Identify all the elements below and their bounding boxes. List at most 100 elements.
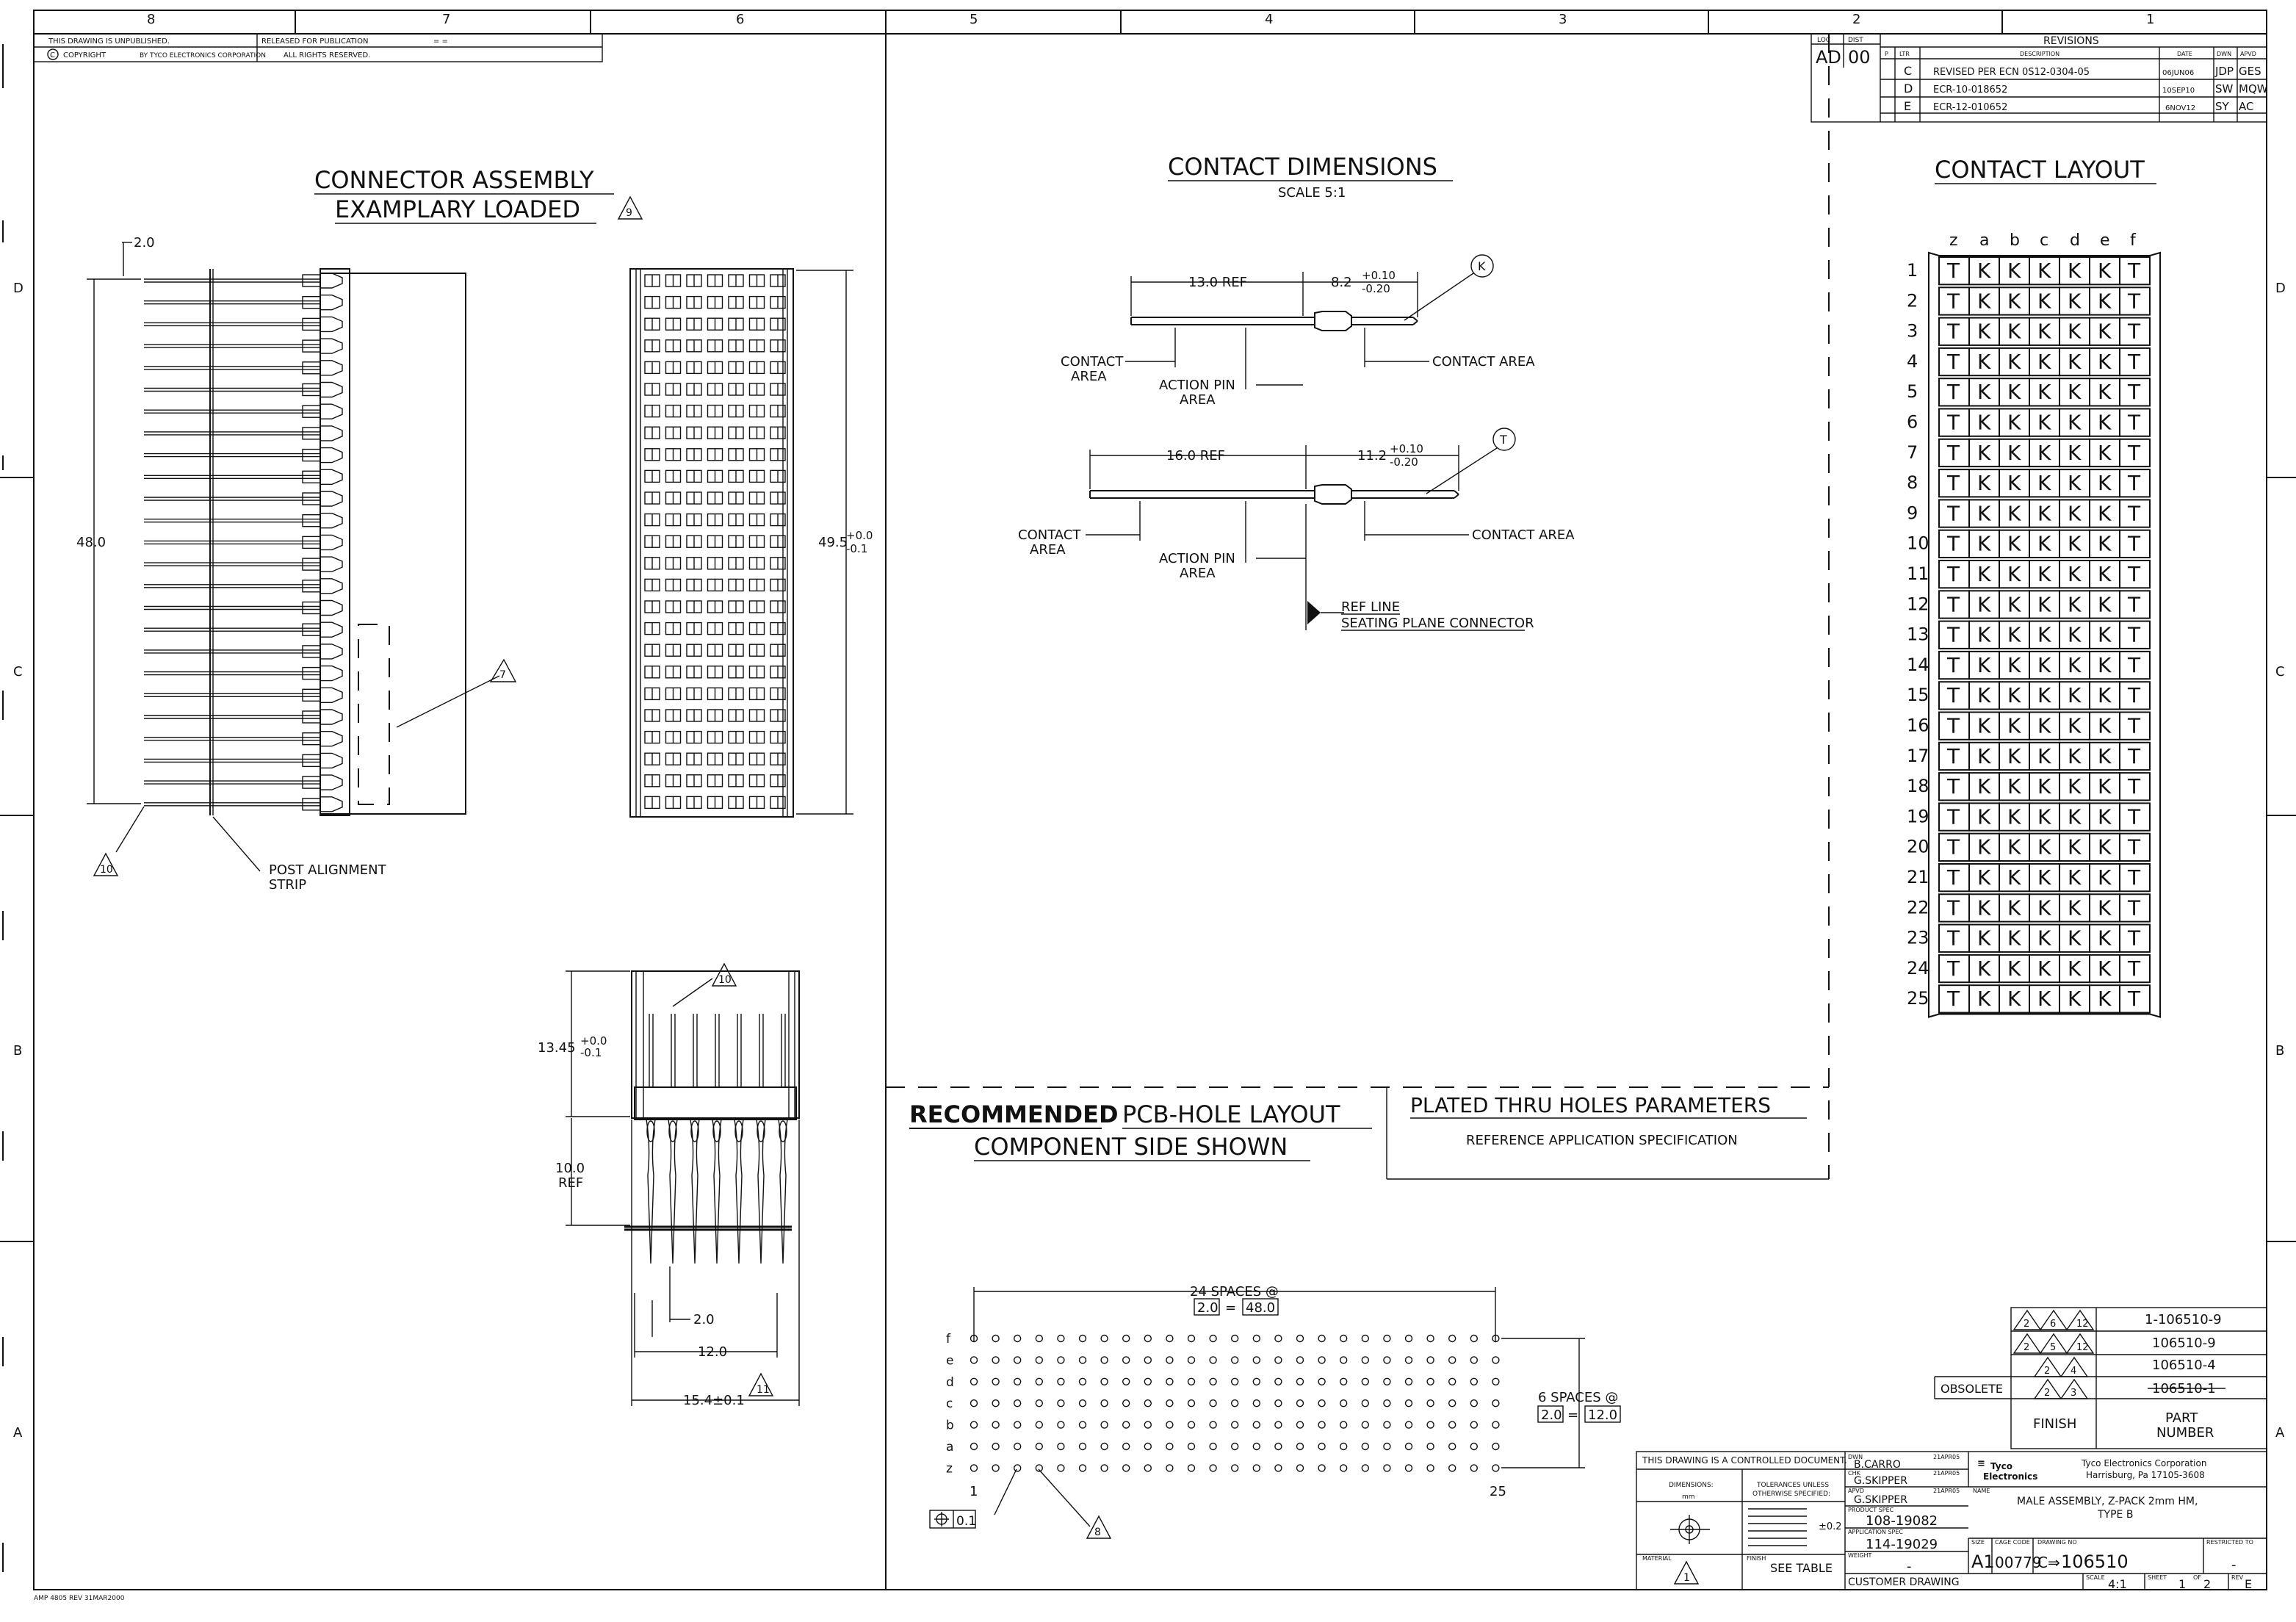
contact-type: T [2127,592,2141,616]
pcb-hole [1296,1442,1304,1451]
pcb-hole [1230,1334,1239,1343]
contact-type: K [2098,592,2112,616]
pcb-hole [1078,1377,1087,1386]
column-header: e [2100,231,2110,250]
pcb-hole [1057,1356,1065,1364]
pcb-hole [1035,1356,1044,1364]
contact-type: K [2007,380,2021,404]
contact-type: K [1977,865,1991,890]
svg-text:6NOV12: 6NOV12 [2165,104,2195,112]
svg-text:8.2: 8.2 [1331,275,1352,290]
pcb-hole [1144,1334,1152,1343]
svg-text:C: C [2275,664,2285,680]
contact-cell [1938,256,1970,286]
pcb-hole [1361,1421,1370,1429]
svg-text:48.0: 48.0 [76,535,106,550]
contact-type: K [2098,380,2112,404]
pcb-hole [1361,1442,1370,1451]
svg-text:12.0: 12.0 [698,1344,727,1360]
row-label: z [946,1461,953,1476]
contact-type: K [2037,683,2051,707]
contact-type: T [1946,683,1960,707]
contact-cell [2089,438,2120,468]
row-number: 1 [1907,260,1918,281]
svg-text:CONTACT AREA: CONTACT AREA [1432,354,1535,370]
contact-type: K [2068,623,2082,647]
svg-text:JDP: JDP [2214,65,2234,78]
contact-type: T [2127,411,2141,435]
svg-text:CONNECTOR ASSEMBLY: CONNECTOR ASSEMBLY [314,166,594,194]
contact-cell [2119,408,2151,437]
pcb-hole [1013,1464,1022,1472]
row-number: 15 [1907,685,1929,705]
finish-flag-number: 12 [2076,1319,2089,1330]
pcb-hole [992,1442,1000,1451]
contact-type: K [1977,835,1991,859]
contact-cell [1938,650,1970,680]
contact-type: K [2098,259,2112,283]
contact-type: K [2037,835,2051,859]
svg-text:P: P [1885,51,1888,57]
pcb-hole [1296,1377,1304,1386]
pcb-hole [1078,1421,1087,1429]
contact-type: T [1946,289,1960,313]
unpublished-notice-block: THIS DRAWING IS UNPUBLISHED. RELEASED FO… [33,33,603,62]
contact-type: K [2068,471,2082,495]
pcb-hole [1209,1464,1217,1472]
contact-type: T [1946,926,1960,951]
pcb-hole [1100,1421,1108,1429]
svg-text:B: B [2275,1043,2284,1059]
pcb-hole [1361,1334,1370,1343]
pcb-hole [1122,1442,1130,1451]
contact-cell [1999,378,2030,407]
pcb-hole [1318,1399,1326,1407]
pcb-hole [1361,1356,1370,1364]
svg-text:WEIGHT: WEIGHT [1848,1552,1872,1559]
column-header: f [2130,231,2137,250]
contact-type: K [2098,471,2112,495]
svg-text:COMPONENT SIDE SHOWN: COMPONENT SIDE SHOWN [974,1133,1288,1161]
contact-type: K [2007,714,2021,738]
svg-text:2.0: 2.0 [693,1312,715,1327]
contact-cell [2089,256,2120,286]
pcb-hole [1361,1377,1370,1386]
row-number: 19 [1907,806,1929,826]
contact-cell [1938,984,1970,1014]
finish-flag [2065,1333,2095,1354]
pcb-hole [1339,1377,1348,1386]
svg-text:= =: = = [433,37,448,46]
pcb-hole [1230,1377,1239,1386]
svg-text:12.0: 12.0 [1588,1407,1617,1423]
contact-type: K [1977,683,1991,707]
contact-type: K [2098,683,2112,707]
contact-cell [2029,802,2060,832]
contact-type: K [2068,320,2082,344]
pcb-hole [1492,1356,1500,1364]
contact-cell [2089,832,2120,862]
pcb-hole [1100,1334,1108,1343]
pcb-hole [1144,1377,1152,1386]
contact-cell [1999,802,2030,832]
svg-text:D: D [13,281,24,296]
pcb-hole [1209,1421,1217,1429]
svg-text:21APR05: 21APR05 [1933,1470,1960,1477]
pcb-hole [1252,1442,1261,1451]
contact-cell [1938,286,1970,316]
contact-cell [2059,863,2090,893]
contact-type: K [2037,289,2051,313]
finish-flag [2012,1333,2042,1354]
contact-cell [2119,256,2151,286]
pcb-hole [1404,1442,1413,1451]
finish-flag-number: 3 [2071,1388,2076,1399]
svg-text:3: 3 [1559,12,1567,27]
contact-type: K [2037,350,2051,374]
contact-cell [1938,499,1970,528]
svg-text:B.CARRO: B.CARRO [1854,1459,1901,1471]
contact-type: K [2007,592,2021,616]
contact-type: K [2007,532,2021,556]
contact-cell [2119,590,2151,619]
contact-type: T [1946,804,1960,829]
finish-flag [2059,1378,2089,1399]
contact-type: T [1946,987,1960,1011]
contact-type: K [2007,350,2021,374]
